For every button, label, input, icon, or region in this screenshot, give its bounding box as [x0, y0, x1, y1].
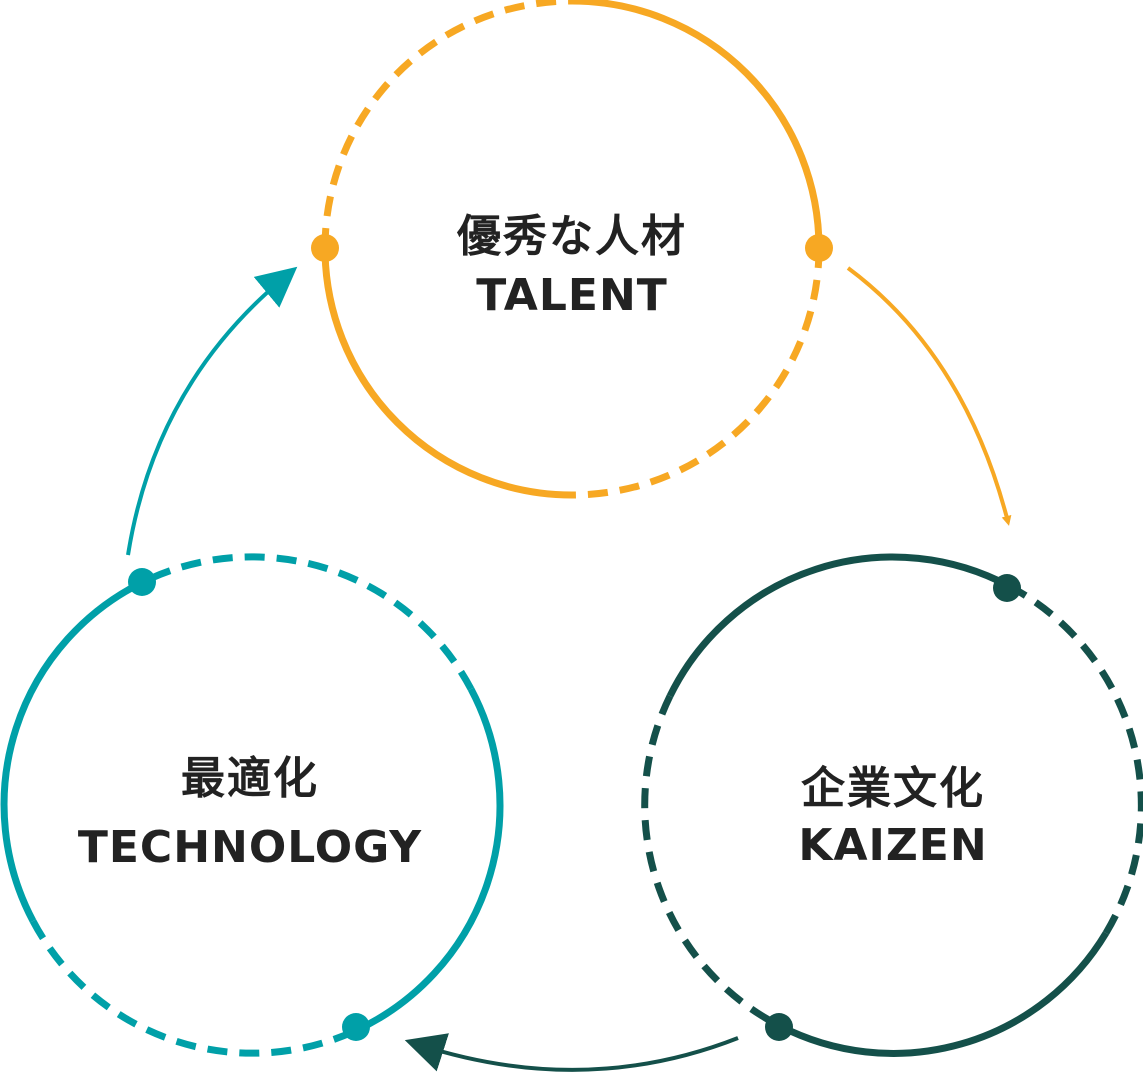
talent-node-dot-left — [311, 234, 339, 262]
talent-label-jp: 優秀な人材 — [457, 211, 687, 262]
technology-circle — [0, 553, 504, 1057]
talent-node-dot-right — [805, 234, 833, 262]
arrow-talent-to-kaizen — [846, 266, 1012, 526]
arrow-technology-to-talent — [126, 266, 298, 556]
kaizen-circle — [641, 553, 1143, 1057]
kaizen-label-en: KAIZEN — [798, 820, 988, 871]
kaizen-label-jp: 企業文化 — [801, 763, 985, 814]
talent-circle — [311, 0, 833, 499]
technology-label-jp: 最適化 — [181, 753, 319, 804]
kaizen-node-dot-top — [993, 574, 1021, 602]
technology-node-dot-top — [128, 568, 156, 596]
talent-label-en: TALENT — [476, 270, 668, 321]
technology-label-en: TECHNOLOGY — [77, 822, 423, 873]
technology-node-dot-bottom — [342, 1013, 370, 1041]
arrow-kaizen-to-technology — [404, 1033, 739, 1072]
kaizen-node-dot-bottom — [765, 1013, 793, 1041]
